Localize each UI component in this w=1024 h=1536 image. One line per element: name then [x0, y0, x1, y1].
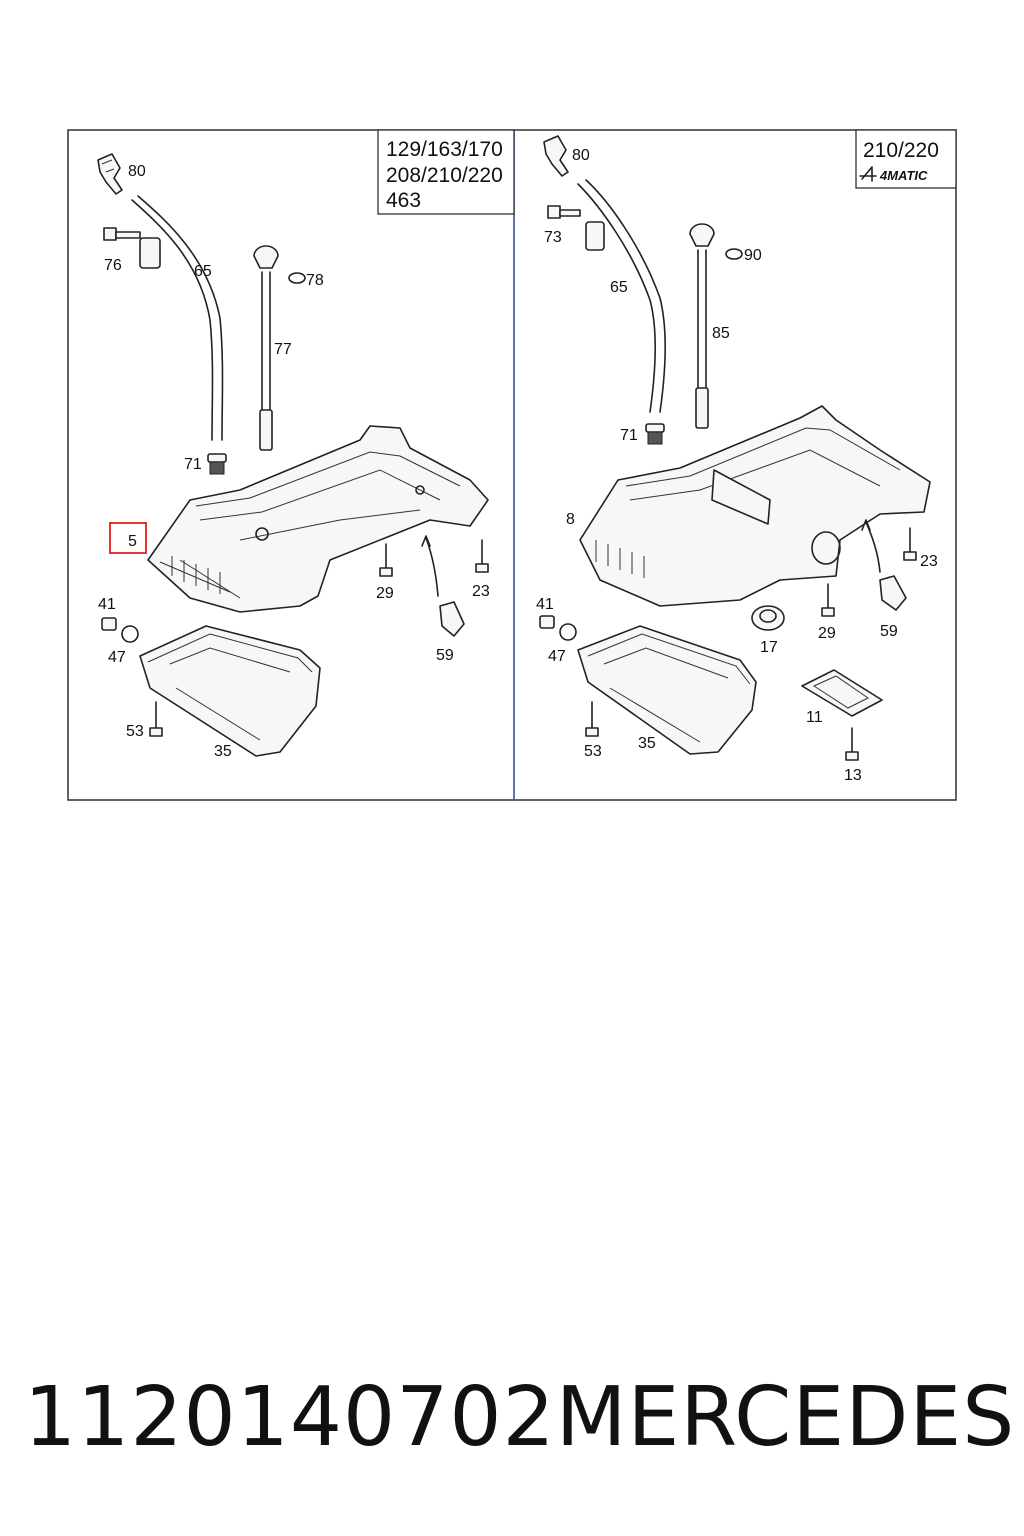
left-panel-parts — [97, 153, 489, 757]
gasket-59-right-icon — [879, 575, 907, 611]
upper-oil-pan-4matic-icon — [579, 405, 931, 607]
callout-left-53: 53 — [126, 723, 144, 740]
callout-right-11: 11 — [806, 709, 823, 726]
callout-right-80: 80 — [572, 147, 590, 164]
arrow-59-icon — [421, 535, 439, 597]
bolt-13-icon — [845, 727, 859, 761]
o-ring-78-icon — [288, 272, 306, 284]
o-ring-90-icon — [725, 248, 743, 260]
washer-47-right-icon — [559, 623, 577, 641]
callout-right-71: 71 — [620, 427, 638, 444]
brand-name: MERCEDES — [555, 1369, 1016, 1465]
callout-left-5: 5 — [128, 533, 137, 550]
part-number: 1120140702 — [24, 1369, 556, 1465]
callout-left-80: 80 — [128, 163, 146, 180]
callout-right-41: 41 — [536, 596, 554, 613]
4matic-four-icon — [859, 166, 877, 182]
tube-bracket-icon — [139, 237, 161, 269]
right-panel-parts — [539, 135, 931, 761]
washer-47-icon — [121, 625, 139, 643]
left-model-line-1: 129/163/170 — [386, 138, 503, 161]
dipstick-77-icon — [253, 245, 279, 451]
callout-left-78: 78 — [306, 272, 324, 289]
callout-right-47: 47 — [548, 648, 566, 665]
callout-right-35: 35 — [638, 735, 656, 752]
callout-right-53: 53 — [584, 743, 602, 760]
bolt-53-right-icon — [585, 701, 599, 737]
callout-left-29: 29 — [376, 585, 394, 602]
callout-right-8: 8 — [566, 511, 575, 528]
callout-left-23: 23 — [472, 583, 490, 600]
lower-oil-pan-right-icon — [577, 625, 757, 755]
callout-left-76: 76 — [104, 257, 122, 274]
callout-right-90: 90 — [744, 247, 762, 264]
4matic-badge: 4MATIC — [879, 168, 928, 183]
arrow-59-right-icon — [861, 519, 881, 573]
drain-plug-41-icon — [101, 617, 117, 631]
dipstick-guide-tube-icon — [131, 195, 224, 441]
lower-oil-pan-icon — [139, 625, 321, 757]
right-callouts: 80 73 90 65 85 71 8 23 41 29 59 47 17 11… — [536, 147, 938, 784]
footer-caption: 1120140702 MERCEDES — [0, 1362, 1024, 1472]
seal-17-icon — [751, 605, 785, 631]
right-model-box: 210/220 4MATIC — [855, 129, 957, 189]
dipstick-guide-tube-right-icon — [577, 179, 667, 413]
callout-left-35: 35 — [214, 743, 232, 760]
oil-level-sensor-right-icon — [543, 135, 569, 177]
bolt-23-right-icon — [903, 527, 917, 561]
left-model-line-2: 208/210/220 — [386, 164, 503, 187]
plug-71-icon — [207, 453, 227, 475]
callout-right-23: 23 — [920, 553, 938, 570]
callout-left-65: 65 — [194, 263, 212, 280]
left-callouts: 80 76 65 78 77 71 5 29 23 41 47 59 53 35 — [98, 163, 490, 760]
callout-right-73: 73 — [544, 229, 562, 246]
bolt-29-right-icon — [821, 583, 835, 617]
callout-right-13: 13 — [844, 767, 862, 784]
highlight-box-5 — [109, 522, 147, 554]
callout-right-85: 85 — [712, 325, 730, 342]
callout-left-59: 59 — [436, 647, 454, 664]
bolt-73-icon — [547, 205, 581, 219]
callout-right-59: 59 — [880, 623, 898, 640]
tube-bracket-right-icon — [585, 221, 605, 251]
bolt-23-icon — [475, 539, 489, 573]
left-model-line-3: 463 — [386, 189, 421, 212]
callout-left-77: 77 — [274, 341, 292, 358]
oil-level-sensor-icon — [97, 153, 123, 195]
callout-right-65: 65 — [610, 279, 628, 296]
callout-left-47: 47 — [108, 649, 126, 666]
upper-oil-pan-icon — [147, 425, 489, 613]
callout-right-17: 17 — [760, 639, 778, 656]
plug-71-right-icon — [645, 423, 665, 445]
bolt-76-icon — [103, 227, 141, 241]
callout-left-41: 41 — [98, 596, 116, 613]
bolt-29-icon — [379, 543, 393, 577]
right-model-line-1: 210/220 — [863, 139, 939, 162]
callout-left-71: 71 — [184, 456, 202, 473]
callout-right-29: 29 — [818, 625, 836, 642]
cover-11-icon — [801, 669, 883, 717]
left-model-box: 129/163/170 208/210/220 463 — [377, 129, 515, 215]
bolt-53-icon — [149, 701, 163, 737]
dipstick-85-icon — [689, 223, 715, 429]
gasket-59-icon — [439, 601, 465, 637]
drain-plug-41-right-icon — [539, 615, 555, 629]
